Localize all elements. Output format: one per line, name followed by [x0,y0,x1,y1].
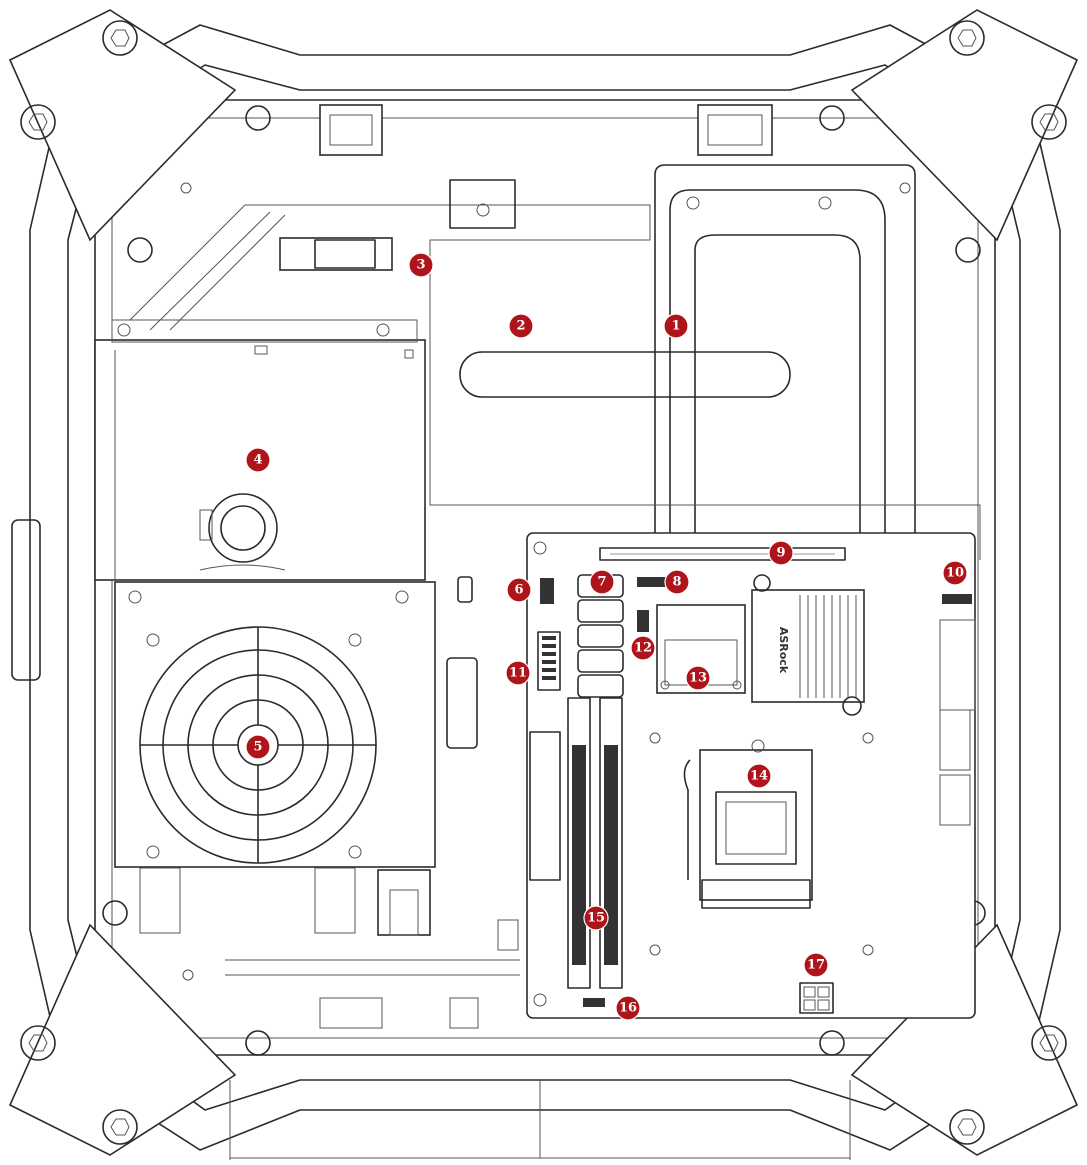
callout-15: 15 [583,905,609,931]
svg-text:9: 9 [776,546,785,561]
svg-text:17: 17 [807,958,825,973]
svg-text:1: 1 [671,319,680,334]
callout-1: 1 [663,313,689,339]
svg-text:12: 12 [634,641,652,656]
callout-3: 3 [408,252,434,278]
svg-text:8: 8 [672,575,681,590]
svg-text:4: 4 [253,453,262,468]
callout-7: 7 [589,569,615,595]
callout-13: 13 [685,665,711,691]
svg-text:6: 6 [514,583,523,598]
callout-9: 9 [768,540,794,566]
pcie-riser-bracket [550,164,981,565]
svg-text:3: 3 [416,258,425,273]
callout-12: 12 [630,635,656,661]
callout-10: 10 [942,560,968,586]
svg-text:5: 5 [253,740,262,755]
svg-text:10: 10 [946,566,964,581]
heatsink-fins [799,595,857,698]
corner-bracket-bottom-left [8,923,237,1156]
callout-4: 4 [245,447,271,473]
svg-text:16: 16 [619,1001,637,1016]
brand-text: ASRock [777,627,790,674]
svg-text:15: 15 [587,911,605,926]
callout-2: 2 [508,313,534,339]
power-supply-unit [114,581,436,936]
misc-brackets [225,576,520,1029]
callout-17: 17 [803,952,829,978]
callouts: 1 2 3 4 5 6 7 8 9 10 11 12 13 14 15 16 1… [245,252,968,1021]
svg-text:11: 11 [509,666,527,681]
callout-8: 8 [664,569,690,595]
usb-header-pins [542,636,556,680]
top-latches [319,104,773,156]
callout-5: 5 [245,734,271,760]
callout-11: 11 [505,660,531,686]
top-drive-bracket [129,179,791,506]
svg-text:2: 2 [516,319,525,334]
corner-bracket-bottom-right [850,923,1079,1156]
callout-16: 16 [615,995,641,1021]
svg-text:14: 14 [750,769,768,784]
svg-text:13: 13 [689,671,707,686]
corner-bracket-top-right [850,9,1079,242]
callout-6: 6 [506,577,532,603]
corner-bracket-top-left [8,9,237,242]
svg-text:7: 7 [597,575,606,590]
callout-14: 14 [746,763,772,789]
